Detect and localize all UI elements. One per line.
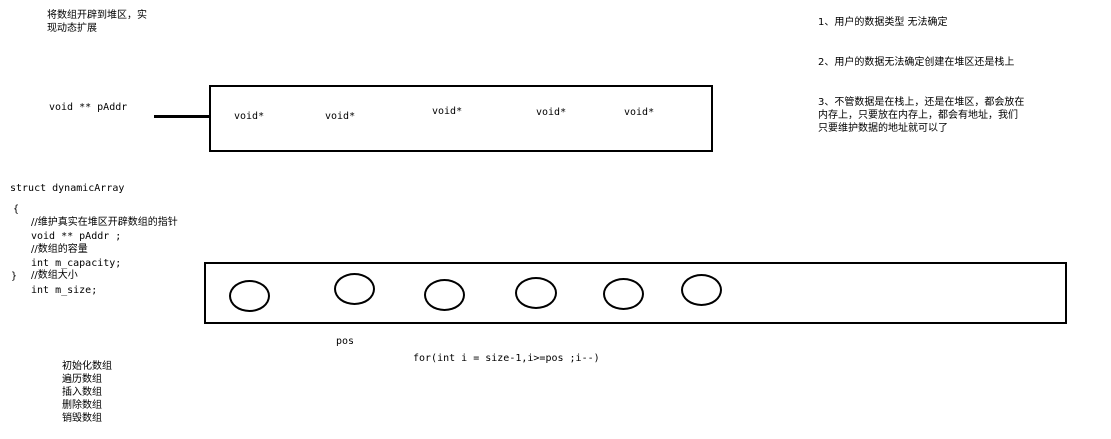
operation-item: 插入数组: [62, 387, 102, 398]
heap-slot: void*: [536, 107, 567, 118]
struct-line-1: struct dynamicArray: [10, 183, 125, 194]
struct-line-5: //数组的容量: [31, 244, 88, 255]
array-element: [681, 274, 722, 306]
struct-line-4: void ** pAddr ;: [31, 231, 122, 242]
note-heap-expand-line1: 将数组开辟到堆区，实: [47, 10, 147, 21]
array-element: [424, 279, 465, 311]
note-heap-expand-line2: 现动态扩展: [47, 23, 97, 34]
loop-code: for(int i = size-1,i>=pos ;i--): [413, 353, 600, 364]
struct-line-9: int m_size;: [31, 285, 98, 296]
struct-line-8: //数组大小: [31, 270, 78, 281]
note-right-3-line2: 内存上，只要放在内存上，都会有地址，我们: [818, 110, 1018, 121]
struct-line-6: int m_capacity;: [31, 258, 122, 269]
pointer-connector: [154, 115, 210, 118]
array-element: [334, 273, 375, 305]
note-right-3-line1: 3、不管数据是在栈上，还是在堆区，都会放在: [818, 97, 1025, 108]
operation-item: 初始化数组: [62, 361, 112, 372]
array-element: [229, 280, 270, 312]
array-element: [515, 277, 557, 309]
note-right-2: 2、用户的数据无法确定创建在堆区还是栈上: [818, 57, 1015, 68]
struct-line-3: //维护真实在堆区开辟数组的指针: [31, 217, 178, 228]
array-box: [204, 262, 1067, 324]
heap-slot: void*: [624, 107, 655, 118]
operation-item: 遍历数组: [62, 374, 102, 385]
heap-array-box: [209, 85, 713, 152]
operation-item: 销毁数组: [62, 413, 102, 424]
struct-line-7: }: [11, 271, 18, 282]
struct-line-2: {: [13, 204, 20, 215]
heap-slot: void*: [432, 106, 463, 117]
note-right-3-line3: 只要维护数据的地址就可以了: [818, 123, 948, 134]
note-right-1: 1、用户的数据类型 无法确定: [818, 17, 948, 28]
operation-item: 删除数组: [62, 400, 102, 411]
heap-slot: void*: [325, 111, 356, 122]
pos-label: pos: [336, 336, 355, 347]
pointer-label: void ** pAddr: [49, 102, 128, 113]
array-element: [603, 278, 644, 310]
heap-slot: void*: [234, 111, 265, 122]
